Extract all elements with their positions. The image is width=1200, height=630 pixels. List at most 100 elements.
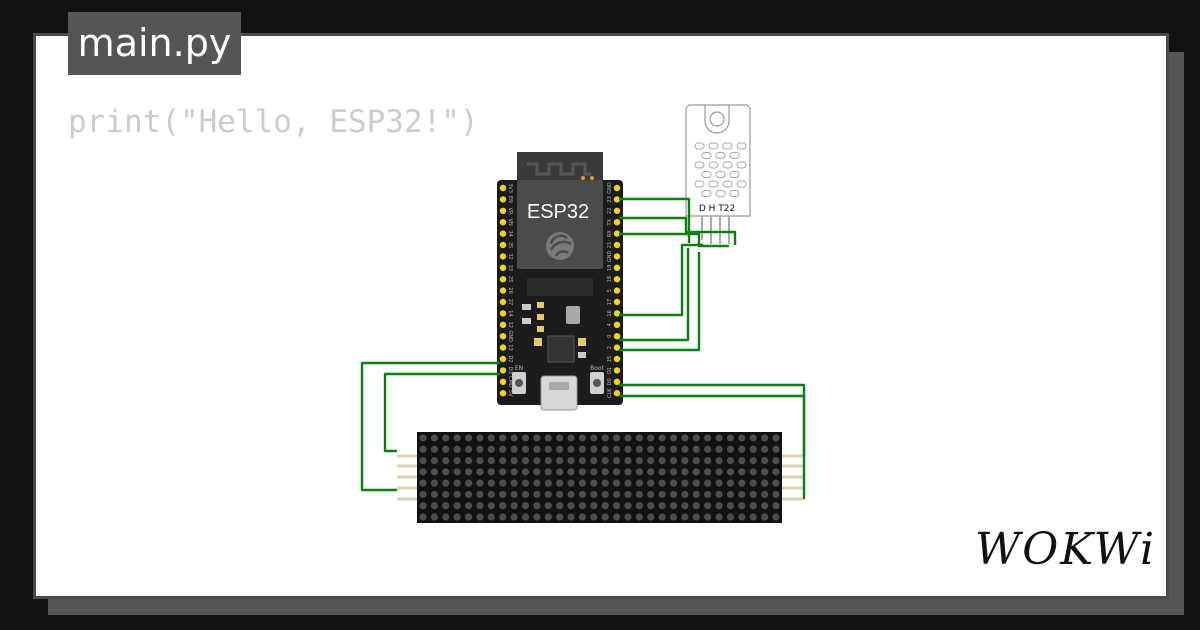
board-pin[interactable] [499, 321, 507, 328]
board-pin[interactable] [613, 287, 621, 294]
sensor-vent [694, 142, 705, 150]
wire-dht-data[interactable] [619, 216, 737, 245]
board-pin[interactable] [613, 196, 621, 203]
matrix-led [442, 468, 450, 476]
board-pin[interactable] [499, 196, 507, 203]
board-pin[interactable] [613, 276, 621, 283]
board-pin[interactable] [499, 310, 507, 317]
board-pin-label: 18 [607, 276, 613, 282]
matrix-led [601, 513, 609, 521]
matrix-led [692, 468, 700, 476]
board-pin[interactable] [499, 378, 507, 385]
matrix-led [612, 434, 621, 442]
board-pin-label: D1 [607, 367, 613, 374]
board-pin[interactable] [499, 344, 507, 351]
board-pin[interactable] [499, 241, 507, 249]
sensor-vent [715, 171, 726, 178]
esp32-board[interactable]: ESP32 EN [497, 152, 623, 411]
matrix-led [499, 479, 507, 487]
board-pin[interactable] [613, 333, 621, 340]
board-pin[interactable] [499, 184, 507, 192]
matrix-led [635, 479, 643, 487]
dht22-sensor[interactable]: D H T22 [685, 104, 751, 244]
matrix-led [419, 445, 427, 453]
matrix-led [567, 502, 575, 510]
matrix-led [544, 490, 552, 499]
matrix-led [738, 479, 746, 487]
usb-port[interactable] [540, 375, 578, 411]
matrix-led [624, 434, 632, 442]
matrix-led [578, 468, 587, 476]
matrix-led [464, 456, 473, 465]
wire-dht-vcc[interactable] [619, 197, 691, 243]
matrix-led [521, 468, 530, 476]
board-pin[interactable] [499, 390, 507, 397]
wire-matrix-clk[interactable] [619, 394, 806, 499]
matrix-led [578, 445, 587, 453]
board-pin[interactable] [499, 264, 507, 271]
board-pin[interactable] [613, 264, 621, 271]
board-pin[interactable] [499, 276, 507, 283]
board-pin[interactable] [499, 287, 507, 294]
matrix-led [624, 490, 632, 499]
board-pin[interactable] [613, 321, 621, 328]
matrix-led [453, 445, 461, 453]
led-matrix-display[interactable] [397, 432, 804, 523]
board-pin[interactable] [613, 344, 621, 351]
wire-dht-aux[interactable] [619, 243, 703, 317]
board-pin[interactable] [499, 230, 507, 237]
board-pin[interactable] [613, 241, 621, 249]
board-pin[interactable] [613, 184, 621, 192]
matrix-led [442, 445, 450, 453]
sensor-vent [694, 161, 705, 169]
matrix-led [578, 502, 587, 510]
matrix-led [738, 434, 746, 442]
matrix-led [704, 456, 712, 465]
matrix-led [601, 468, 609, 476]
matrix-led [556, 445, 564, 453]
board-pin[interactable] [613, 367, 621, 374]
board-pin[interactable] [499, 207, 507, 214]
board-pin[interactable] [613, 355, 621, 363]
matrix-led [601, 445, 609, 453]
board-pin[interactable] [499, 367, 507, 374]
matrix-led [510, 513, 518, 521]
board-pin[interactable] [499, 333, 507, 340]
matrix-led [726, 434, 735, 442]
wire-matrix-vcc[interactable] [360, 361, 500, 492]
wire-gpio-a[interactable] [619, 248, 690, 342]
board-pin[interactable] [613, 207, 621, 214]
board-pin[interactable] [499, 219, 507, 226]
matrix-led [453, 513, 461, 521]
matrix-led [738, 456, 746, 465]
board-pin[interactable] [613, 390, 621, 397]
matrix-led [510, 434, 518, 442]
matrix-led [556, 468, 564, 476]
board-pin-label: 21 [607, 242, 613, 248]
board-pin[interactable] [613, 253, 621, 260]
smd-component [522, 318, 531, 324]
matrix-led [681, 456, 689, 465]
board-pin[interactable] [613, 310, 621, 317]
wire-dht-gnd[interactable] [619, 232, 729, 248]
matrix-led [635, 468, 643, 476]
board-pin[interactable] [499, 298, 507, 306]
board-pin[interactable] [613, 378, 621, 385]
board-pin-label: 27 [507, 299, 513, 305]
board-pin[interactable] [613, 219, 621, 226]
wire-gpio-b[interactable] [619, 252, 701, 352]
en-button[interactable] [512, 372, 526, 394]
filename-tab[interactable]: main.py [68, 12, 241, 75]
wokwi-logo[interactable]: WOKWi [975, 524, 1157, 575]
wire-matrix-gnd[interactable] [383, 372, 500, 453]
matrix-led [590, 490, 598, 499]
board-pin-label: GND [507, 330, 513, 342]
board-pin[interactable] [613, 298, 621, 306]
board-pin[interactable] [499, 253, 507, 260]
boot-button[interactable] [590, 372, 604, 394]
matrix-led [601, 502, 609, 510]
matrix-led [567, 445, 575, 453]
matrix-led [658, 456, 666, 465]
board-pin[interactable] [499, 355, 507, 363]
board-pin[interactable] [613, 230, 621, 237]
